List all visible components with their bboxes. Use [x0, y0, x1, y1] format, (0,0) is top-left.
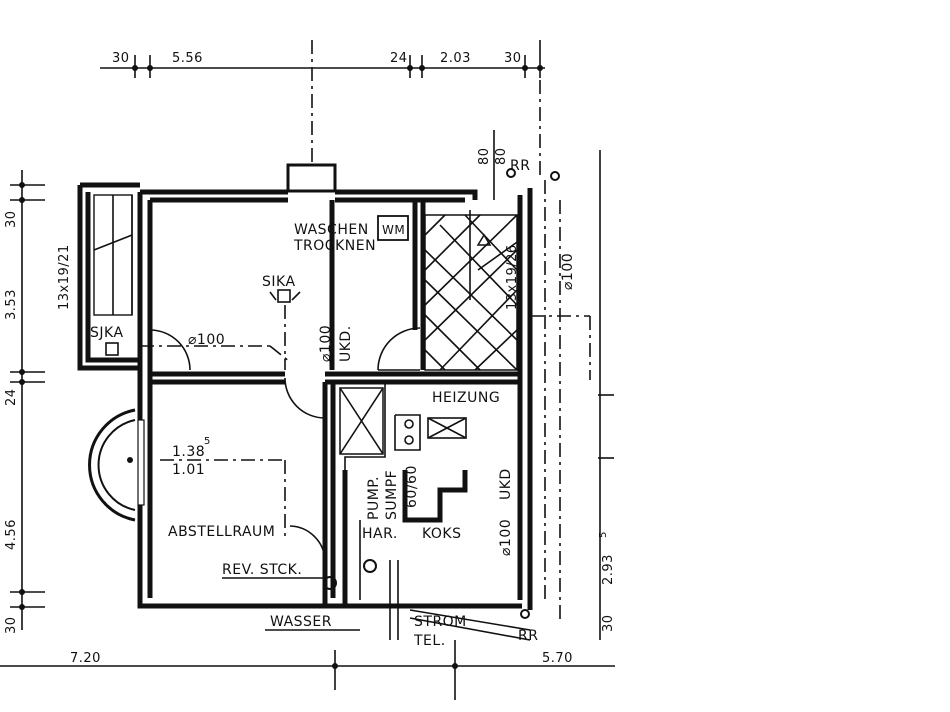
dim-left-30-top: 30: [4, 210, 19, 228]
dim-80-b: 80: [494, 147, 509, 165]
sika-box-icon-2: [105, 342, 119, 356]
label-sika-left: SJKA: [90, 325, 124, 341]
label-rr-top: RR: [510, 158, 530, 174]
dim-right-30: 30: [601, 614, 616, 632]
dim-right-2-93-sup: 5: [598, 531, 609, 538]
left-dimension-chain: 30 3.53 24 4.56 30: [4, 170, 45, 634]
label-pipe-100-d: ⌀100: [498, 519, 514, 556]
label-pipe-100-a: ⌀100: [188, 332, 225, 348]
label-height-1: 1.38: [172, 444, 205, 460]
label-sumpf-size: 60/60: [404, 465, 420, 508]
dim-top-24: 24: [390, 51, 408, 66]
top-dimension-chain: 30 5.56 24 2.03 30: [100, 40, 545, 180]
label-koks: KOKS: [422, 526, 462, 542]
dim-top-30-left: 30: [112, 51, 130, 66]
dim-left-24: 24: [4, 388, 19, 406]
label-tel: TEL.: [413, 633, 446, 649]
stair-core: [339, 387, 384, 455]
dim-80-a: 80: [477, 147, 492, 165]
label-pipe-100-b: ⌀100: [318, 325, 334, 362]
label-ukd-1: UKD.: [338, 325, 354, 362]
label-wasser: WASSER: [270, 614, 332, 630]
label-rr-bottom: RR: [518, 628, 538, 644]
right-dimension-chain: 2.93 5 30: [559, 150, 616, 640]
label-pump: PUMP.: [366, 476, 382, 520]
wm-box: [377, 215, 409, 241]
label-abstellraum: ABSTELLRAUM: [168, 524, 275, 540]
label-height-2: 1.01: [172, 462, 205, 478]
dim-left-3-53: 3.53: [4, 289, 19, 320]
stair-right: 13x19/26: [424, 210, 521, 371]
dim-right-2-93: 2.93: [601, 554, 616, 585]
bay-window: [88, 408, 145, 522]
dim-bottom-7-20: 7.20: [70, 651, 101, 666]
label-wm: WM: [382, 223, 405, 237]
outer-walls: [77, 163, 533, 610]
dim-bottom-5-70: 5.70: [542, 651, 573, 666]
label-waschen: WASCHEN: [294, 222, 369, 238]
label-height-1-sup: 5: [204, 436, 211, 447]
dim-left-30-bottom: 30: [4, 616, 19, 634]
interior-walls: [150, 200, 522, 606]
dim-top-5-56: 5.56: [172, 51, 203, 66]
label-trocknen: TROCKNEN: [293, 238, 376, 254]
stair-left: 13x19/21: [57, 194, 133, 316]
label-sika-top: SIKA: [262, 274, 296, 290]
dim-left-4-56: 4.56: [4, 519, 19, 550]
bottom-dimension-chain: 7.20 5.70: [0, 640, 615, 700]
label-heizung: HEIZUNG: [432, 390, 500, 406]
label-rev-stck: REV. STCK.: [222, 562, 302, 578]
doors: [149, 327, 421, 561]
label-sumpf: SUMPF: [384, 470, 400, 520]
stair-left-dims: 13x19/21: [57, 244, 72, 310]
stair-right-dims: 13x19/26: [505, 244, 520, 310]
label-ukd-2: UKD: [498, 468, 514, 500]
sika-box-icon: [277, 289, 291, 303]
label-strom: STROM: [414, 614, 467, 630]
pipes: [140, 168, 591, 641]
dim-top-2-03: 2.03: [440, 51, 471, 66]
label-pipe-100-c: ⌀100: [560, 253, 576, 290]
boiler-box: [427, 417, 467, 439]
label-har: HAR.: [362, 526, 398, 542]
sika-symbols: [105, 215, 467, 439]
dim-top-30-right: 30: [504, 51, 522, 66]
